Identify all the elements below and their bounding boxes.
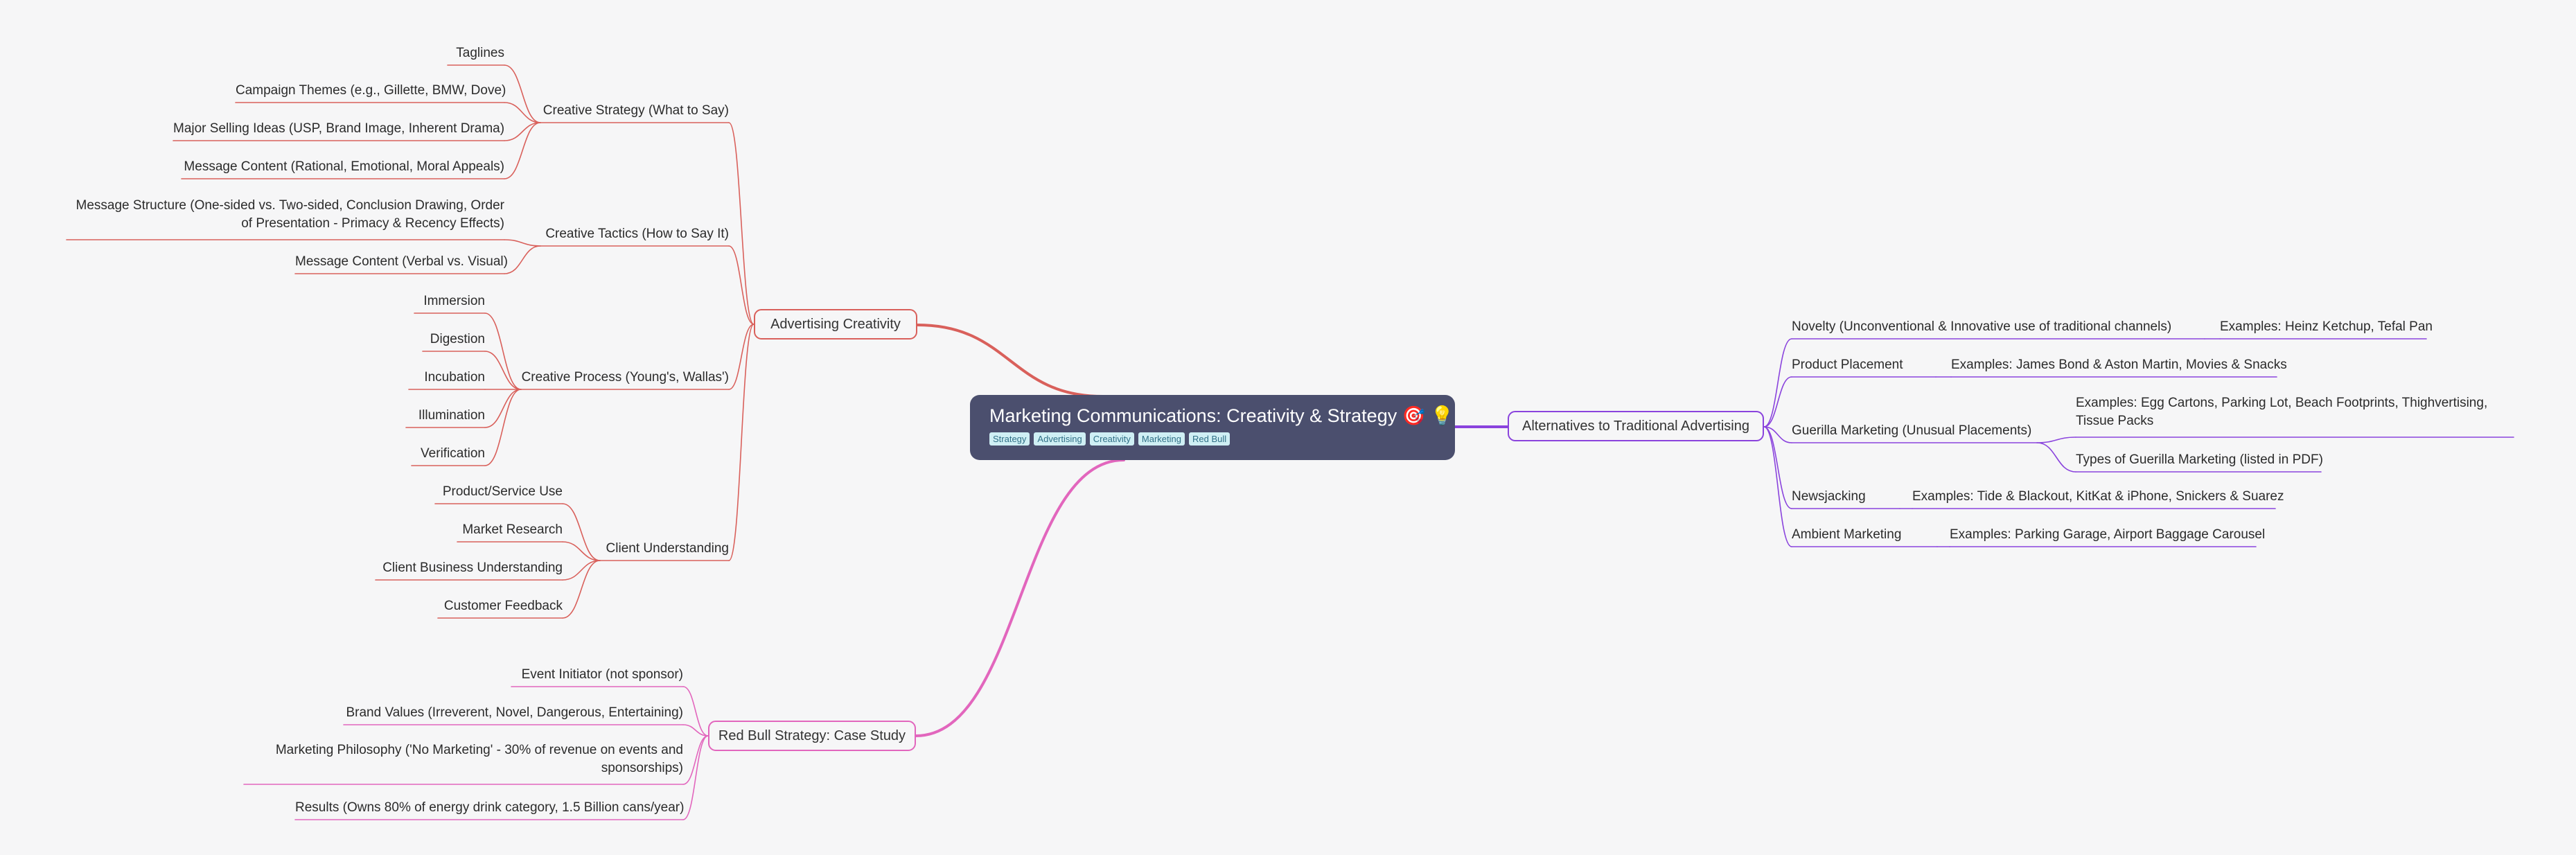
connector [504, 64, 541, 123]
connector [562, 503, 601, 561]
topic-novelty[interactable]: Novelty (Unconventional & Innovative use… [1792, 319, 2172, 334]
topic-tags: Strategy Advertising Creativity Marketin… [989, 432, 1436, 446]
subtopic-item[interactable]: Message Structure (One-sided vs. Two-sid… [76, 198, 504, 231]
connector [916, 324, 1104, 398]
connector [728, 324, 755, 390]
connector [682, 724, 709, 737]
topic-creative-tactics[interactable]: Creative Tactics (How to Say It) [545, 227, 729, 241]
connector [484, 312, 522, 390]
connector [728, 122, 755, 325]
connector [682, 735, 709, 820]
subtopic-item[interactable]: Examples: James Bond & Aston Martin, Mov… [1951, 358, 2287, 372]
subtopic-item[interactable]: Message Content (Rational, Emotional, Mo… [184, 159, 504, 174]
subtopic-item[interactable]: Market Research [462, 522, 563, 537]
subtopic-item[interactable]: Examples: Heinz Ketchup, Tefal Pan [2220, 319, 2433, 334]
subtopic-item[interactable]: Types of Guerilla Marketing (listed in P… [2076, 452, 2323, 467]
topic-creative-process[interactable]: Creative Process (Young's, Wallas') [521, 370, 729, 385]
subtopic-item[interactable]: Product/Service Use [442, 484, 563, 499]
connector [504, 245, 541, 274]
subtopic-item[interactable]: Immersion [423, 294, 485, 308]
connector [728, 324, 755, 561]
connector [682, 735, 709, 785]
subtopic-item[interactable]: Message Content (Verbal vs. Visual) [295, 254, 508, 269]
topic-product-placement[interactable]: Product Placement [1792, 358, 1903, 372]
connector [1763, 426, 1792, 509]
central-topic[interactable]: Marketing Communications: Creativity & S… [970, 395, 1455, 460]
tag-creativity[interactable]: Creativity [1089, 432, 1134, 446]
topic-client-understanding[interactable]: Client Understanding [606, 541, 729, 556]
central-topic-title: Marketing Communications: Creativity & S… [989, 405, 1454, 426]
subtopic-item[interactable]: Marketing Philosophy ('No Marketing' - 3… [275, 743, 683, 775]
connector [1763, 426, 1792, 547]
subtopic-item[interactable]: Incubation [424, 370, 485, 385]
subtopic-item[interactable]: Results (Owns 80% of energy drink catego… [295, 800, 685, 815]
subtopic-item[interactable]: Customer Feedback [443, 599, 563, 613]
connector [504, 122, 541, 179]
connector [562, 541, 601, 561]
connector [682, 686, 709, 737]
connector [504, 239, 541, 247]
connector [562, 560, 601, 619]
subtopic-item[interactable]: Digestion [430, 332, 485, 346]
tag-advertising[interactable]: Advertising [1034, 432, 1086, 446]
connector [2036, 442, 2076, 473]
connector [1763, 426, 1792, 443]
subtopic-item[interactable]: Brand Values (Irreverent, Novel, Dangero… [346, 705, 683, 720]
connector [1763, 376, 1792, 428]
connector [484, 389, 522, 428]
connector [562, 560, 601, 581]
connector [484, 389, 522, 466]
branch-alternatives[interactable]: Alternatives to Traditional Advertising [1508, 411, 1764, 441]
subtopic-item[interactable]: Examples: Tide & Blackout, KitKat & iPho… [1912, 489, 2284, 504]
connector [2036, 437, 2076, 443]
branch-red-bull[interactable]: Red Bull Strategy: Case Study [708, 721, 916, 751]
connector [1763, 338, 1792, 428]
subtopic-item[interactable]: Major Selling Ideas (USP, Brand Image, I… [173, 121, 505, 136]
subtopic-item[interactable]: Examples: Parking Garage, Airport Baggag… [1950, 527, 2266, 542]
tag-marketing[interactable]: Marketing [1138, 432, 1185, 446]
topic-newsjacking[interactable]: Newsjacking [1792, 489, 1866, 504]
topic-creative-strategy[interactable]: Creative Strategy (What to Say) [542, 103, 729, 118]
subtopic-item[interactable]: Examples: Egg Cartons, Parking Lot, Beac… [2076, 396, 2488, 428]
subtopic-item[interactable]: Campaign Themes (e.g., Gillette, BMW, Do… [236, 83, 506, 98]
connector [915, 459, 1125, 737]
topic-guerilla-marketing[interactable]: Guerilla Marketing (Unusual Placements) [1792, 423, 2032, 438]
connector [504, 102, 541, 123]
subtopic-item[interactable]: Event Initiator (not sponsor) [521, 667, 683, 682]
tag-red-bull[interactable]: Red Bull [1189, 432, 1230, 446]
subtopic-item[interactable]: Taglines [456, 46, 504, 60]
connector [728, 245, 755, 325]
subtopic-item[interactable]: Client Business Understanding [382, 561, 563, 575]
tag-strategy[interactable]: Strategy [989, 432, 1030, 446]
subtopic-item[interactable]: Verification [421, 446, 485, 461]
connector [504, 122, 541, 141]
branch-advertising-creativity[interactable]: Advertising Creativity [754, 309, 917, 340]
topic-ambient-marketing[interactable]: Ambient Marketing [1792, 527, 1902, 542]
subtopic-item[interactable]: Illumination [418, 408, 485, 423]
connector [484, 351, 522, 390]
